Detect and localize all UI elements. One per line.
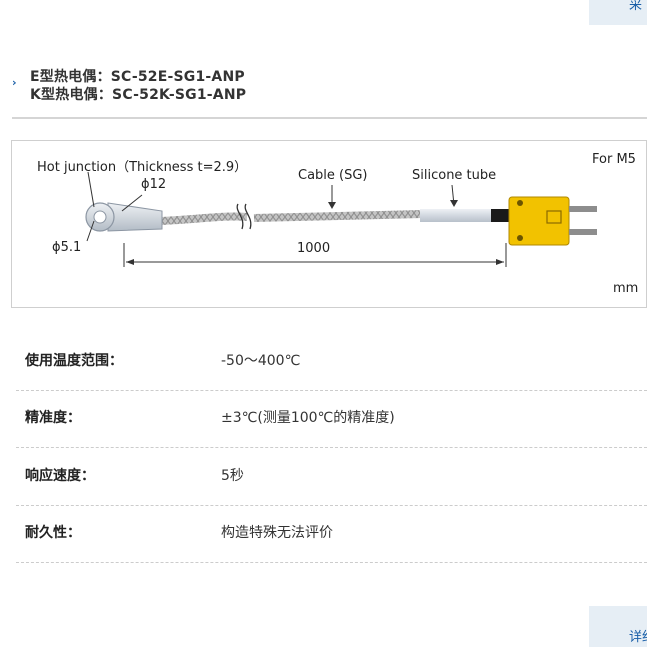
model-k-type: K型热电偶：SC-52K-SG1-ANP [30, 87, 247, 103]
spec-row-response: 响应速度： 5秒 [16, 448, 647, 506]
divider [12, 117, 647, 119]
model-e-type: E型热电偶：SC-52E-SG1-ANP [30, 69, 245, 85]
unit-label: mm [613, 281, 639, 296]
spec-label: 耐久性： [25, 525, 81, 541]
outer-diameter-label: ϕ12 [141, 177, 167, 192]
spec-row-durability: 耐久性： 构造特殊无法评价 [16, 505, 647, 563]
cable-braid-left [161, 212, 248, 225]
details-link-label: 详细 [629, 630, 647, 645]
hot-junction-label: Hot junction（Thickness t=2.9） [37, 160, 248, 175]
length-dimension: 1000 [297, 241, 331, 256]
details-link[interactable]: 详细 [589, 606, 647, 647]
silicone-tube-shape [420, 209, 491, 222]
silicone-tube-label: Silicone tube [412, 168, 497, 183]
cable-label: Cable (SG) [298, 168, 368, 183]
spec-value: 5秒 [221, 468, 244, 484]
top-corner-link-label: 采 [629, 0, 643, 13]
thermocouple-diagram: Hot junction（Thickness t=2.9） ϕ12 ϕ5.1 C… [11, 140, 647, 308]
spec-row-accuracy: 精准度： ±3℃(测量100℃的精准度) [16, 390, 647, 448]
top-corner-link[interactable]: 采 [589, 0, 647, 25]
cable-braid-right [253, 210, 423, 222]
spec-value: 构造特殊无法评价 [221, 525, 333, 541]
screw-size-label: For M5 [592, 152, 636, 167]
spec-label: 使用温度范围： [25, 353, 123, 369]
thermocouple-illustration [85, 171, 597, 267]
spec-label: 响应速度： [25, 468, 95, 484]
spec-value: ±3℃(测量100℃的精准度) [221, 410, 395, 426]
chevron-right-icon: › [12, 76, 17, 89]
spec-value: -50～400℃ [221, 353, 301, 369]
spec-row-temperature: 使用温度范围： -50～400℃ [16, 333, 647, 391]
connector-shape [508, 196, 570, 246]
spec-label: 精准度： [25, 410, 81, 426]
inner-diameter-label: ϕ5.1 [52, 240, 82, 255]
